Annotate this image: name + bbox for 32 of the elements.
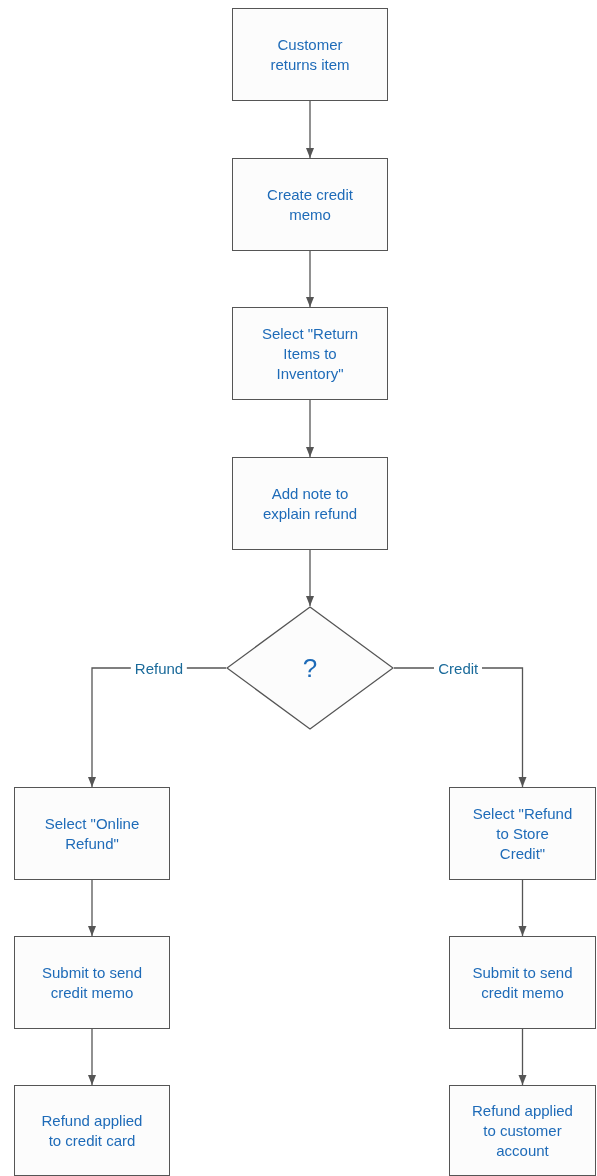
arrow [518, 879, 527, 937]
process-text: Submit to send credit memo [472, 962, 573, 1003]
process-box [449, 1085, 596, 1176]
process-box [14, 936, 170, 1029]
process-text: Select "Online Refund" [43, 813, 141, 854]
process-text: Select "Refund to Store Credit" [472, 803, 573, 864]
arrow [305, 250, 315, 308]
edge-label: Refund [130, 660, 188, 676]
process-text: Create credit memo [266, 184, 354, 225]
process-box [449, 787, 596, 880]
process-text: Refund applied to credit card [40, 1110, 144, 1151]
arrow [518, 1028, 527, 1086]
process-text: Submit to send credit memo [40, 962, 144, 1003]
process-text: Add note to explain refund [261, 483, 359, 524]
arrow [305, 399, 315, 458]
arrow [305, 549, 315, 607]
arrow [305, 100, 315, 159]
process-box [14, 1085, 170, 1176]
edge-label: Credit [434, 660, 483, 676]
process-text: Refund applied to customer account [472, 1100, 573, 1161]
process-box [232, 158, 388, 251]
process-box [232, 457, 388, 550]
decision-diamond [226, 606, 394, 730]
process-text: Customer returns item [269, 34, 351, 75]
arrow [87, 879, 97, 937]
process-box [449, 936, 596, 1029]
arrow [87, 1028, 97, 1086]
process-box [14, 787, 170, 880]
process-box [232, 8, 388, 101]
decision-text: ? [302, 651, 318, 685]
process-text: Select "Return Items to Inventory" [260, 323, 360, 384]
process-box [232, 307, 388, 400]
